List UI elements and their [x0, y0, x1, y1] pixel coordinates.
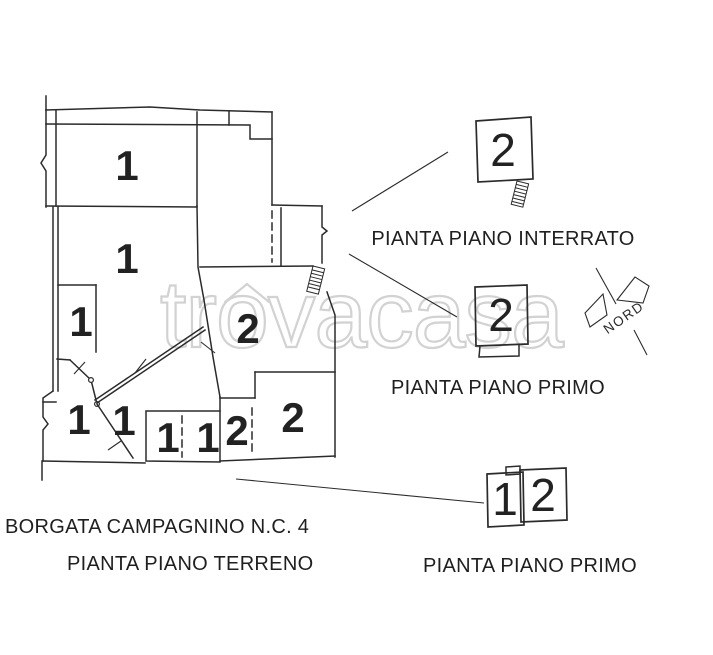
mini-bottom-right-label: 2 — [530, 469, 556, 521]
mini-interrato-outline — [475, 116, 534, 183]
mini-plan-primo-middle: 2 — [474, 284, 529, 358]
watermark-roof-icon — [223, 282, 271, 304]
door-tick-lower — [107, 440, 122, 451]
caption-piano-primo-middle: PIANTA PIANO PRIMO — [391, 377, 605, 399]
main-plan-ground-floor: 1 1 1 2 1 1 1 1 2 2 — [40, 95, 336, 481]
stairs-outline — [510, 180, 530, 208]
room-label-south-east: 2 — [281, 394, 304, 441]
wall-right-lower — [326, 291, 336, 458]
door-tick-diagonal — [134, 358, 147, 374]
wall-west-room-bottom — [56, 358, 71, 361]
wall-left-bottom-notch — [42, 389, 55, 462]
door-tick-slant — [200, 341, 216, 354]
compass-line-upper — [595, 267, 617, 305]
wall-right-slant — [196, 205, 221, 398]
north-compass: NORD — [584, 267, 650, 356]
stairs-hatch-interrato — [510, 180, 530, 208]
mini-bottom-left-outline — [486, 471, 525, 528]
wall-lower-diagonal — [95, 402, 135, 460]
mini-bottom-right-outline — [519, 467, 568, 523]
wall-mid-horizontal — [45, 205, 198, 208]
stairs-outline — [306, 265, 326, 295]
room-label-east-upper: 2 — [236, 305, 259, 352]
wall-bumpout-top — [271, 204, 323, 207]
mini-interrato-label: 2 — [490, 124, 516, 176]
caption-piano-primo-bottom: PIANTA PIANO PRIMO — [423, 555, 637, 577]
room-label-west-small: 1 — [69, 298, 92, 345]
mini-primo-outline — [474, 284, 529, 347]
compass-line-lower — [633, 329, 648, 356]
mini-plan-primo-bottom: 1 2 — [486, 465, 568, 528]
leader-line-interrato — [351, 151, 449, 212]
door-diagonal-west — [68, 358, 93, 382]
mini-primo-notch — [478, 344, 520, 358]
wall-bumpout-right — [321, 205, 329, 264]
watermark-text: trovacasa — [160, 262, 564, 368]
wall-knot-a — [87, 377, 94, 384]
mini-bottom-left-label: 1 — [492, 473, 518, 525]
wall-bottom-left — [42, 460, 146, 464]
leader-line-primo-bottom — [235, 478, 485, 504]
stairs-hatch-main — [306, 265, 326, 295]
caption-address: BORGATA CAMPAGNINO N.C. 4 — [5, 516, 310, 538]
wall-diagonal-b — [93, 325, 205, 402]
room-label-south-box-b: 1 — [196, 414, 219, 461]
wall-left-outer-upper — [40, 109, 47, 208]
compass-nord-label: NORD — [601, 298, 647, 337]
wall-landing-bottom — [199, 265, 314, 268]
mini-primo-label: 2 — [488, 289, 514, 341]
trovacasa-watermark: trovacasa — [159, 261, 566, 369]
mini-plan-interrato: 2 — [475, 116, 534, 208]
room-label-south-box-a: 1 — [156, 414, 179, 461]
wall-inner-top — [45, 123, 273, 140]
wall-bottom-right — [219, 455, 336, 462]
wall-top-edge — [45, 106, 273, 113]
room-label-middle: 1 — [115, 235, 138, 282]
room-label-south-a: 1 — [67, 396, 90, 443]
mini-bottom-notch — [505, 465, 521, 476]
leader-line-primo-middle — [348, 253, 458, 318]
room-label-south-b: 1 — [112, 397, 135, 444]
caption-piano-interrato: PIANTA PIANO INTERRATO — [371, 228, 635, 250]
compass-arrow-right — [615, 276, 650, 304]
wall-diagonal-a — [95, 328, 207, 405]
wall-west-joint — [90, 379, 98, 405]
compass-arrow-left — [584, 292, 608, 328]
room-label-south-c: 2 — [225, 407, 248, 454]
door-tick-west — [73, 361, 86, 375]
caption-piano-terreno: PIANTA PIANO TERRENO — [67, 553, 314, 575]
wall-south-box — [145, 410, 221, 463]
room-label-top: 1 — [115, 142, 138, 189]
